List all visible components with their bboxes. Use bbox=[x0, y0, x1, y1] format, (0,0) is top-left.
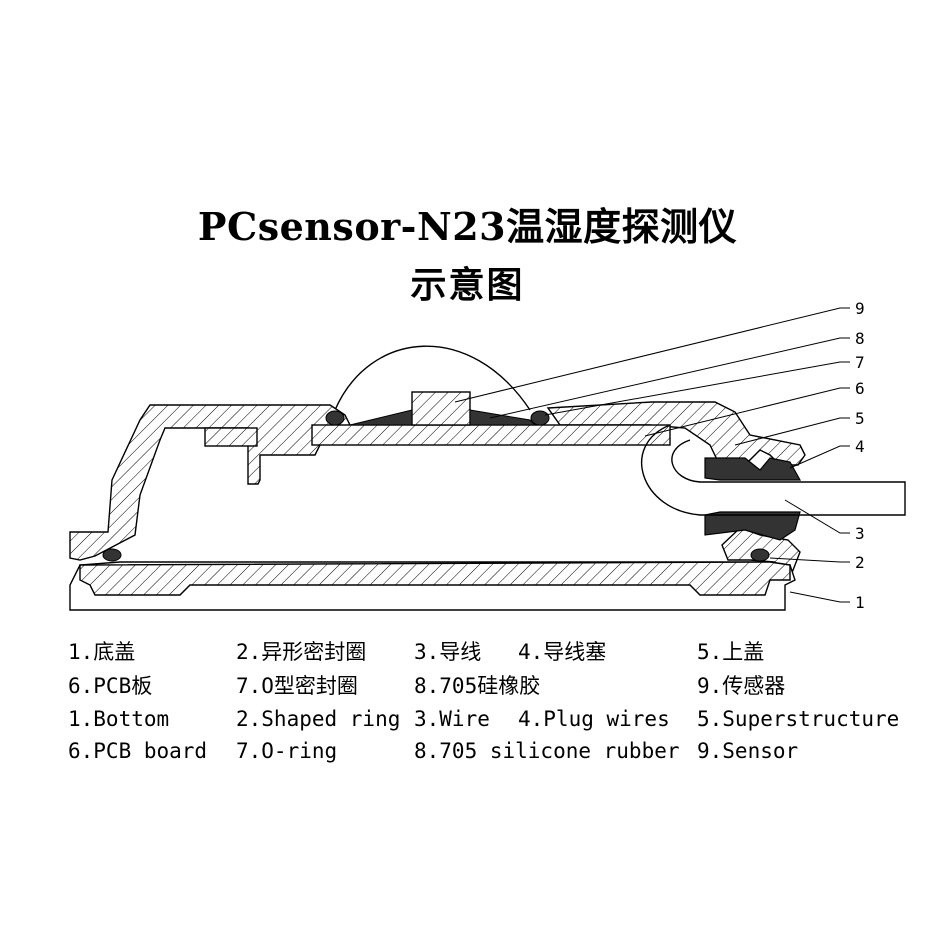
top-cover bbox=[69, 404, 352, 561]
legend-item-superstructure-cn: 5.上盖 bbox=[697, 640, 765, 664]
diagram-subtitle: 示意图 bbox=[410, 264, 525, 306]
silicone-rubber-right bbox=[469, 409, 537, 426]
silicone-rubber-left bbox=[349, 409, 413, 426]
legend-item-silicone-en: 8.705 silicone rubber bbox=[414, 739, 680, 763]
wire-plug-upper bbox=[704, 457, 802, 481]
legend-item-bottom-en: 1.Bottom bbox=[68, 707, 170, 731]
legend-item-pcb-en: 6.PCB board bbox=[68, 739, 208, 763]
legend-row-3-en: 1.Bottom 2.Shaped ring 3.Wire 4.Plug wir… bbox=[0, 705, 935, 733]
o-ring-left bbox=[325, 410, 345, 426]
legend-item-wire-cn: 3.导线 bbox=[414, 640, 482, 664]
sensor-dome bbox=[334, 345, 531, 411]
pcb-left-block bbox=[204, 427, 258, 447]
legend-item-bottom-cn: 1.底盖 bbox=[68, 640, 136, 664]
callout-4: 4 bbox=[855, 437, 865, 456]
legend-item-o-ring-en: 7.O-ring bbox=[236, 739, 338, 763]
legend-item-o-ring-cn: 7.O型密封圈 bbox=[236, 674, 358, 698]
callout-2: 2 bbox=[855, 553, 865, 572]
shaped-ring-left bbox=[102, 548, 122, 562]
legend-item-plug-wires-en: 4.Plug wires bbox=[518, 707, 670, 731]
callout-8: 8 bbox=[855, 329, 865, 348]
callout-9: 9 bbox=[855, 299, 865, 318]
legend-item-plug-wires-cn: 4.导线塞 bbox=[518, 640, 607, 664]
legend-item-wire-en: 3.Wire bbox=[414, 707, 490, 731]
o-ring-right bbox=[530, 410, 550, 426]
leader-lines bbox=[454, 307, 850, 603]
legend-item-pcb-cn: 6.PCB板 bbox=[68, 674, 153, 698]
legend-row-2-cn: 6.PCB板 7.O型密封圈 8.705硅橡胶 9.传感器 bbox=[0, 672, 935, 700]
diagram-title: PCsensor-N23温湿度探测仪 bbox=[197, 204, 738, 249]
legend-item-sensor-cn: 9.传感器 bbox=[697, 674, 786, 698]
wire-plug-lower bbox=[704, 511, 801, 541]
shaped-ring-right bbox=[750, 548, 770, 562]
callout-6: 6 bbox=[855, 379, 865, 398]
legend-item-silicone-cn: 8.705硅橡胶 bbox=[414, 674, 541, 698]
legend-item-shaped-ring-en: 2.Shaped ring bbox=[236, 707, 401, 731]
callout-3: 3 bbox=[855, 524, 865, 543]
legend-item-shaped-ring-cn: 2.异形密封圈 bbox=[236, 640, 367, 664]
pcb-board bbox=[311, 424, 671, 446]
wire bbox=[641, 424, 906, 516]
sensor-chip bbox=[411, 391, 471, 426]
legend-item-sensor-en: 9.Sensor bbox=[697, 739, 799, 763]
callout-5: 5 bbox=[855, 409, 865, 428]
bottom-cover-hatch bbox=[79, 561, 791, 596]
callout-7: 7 bbox=[855, 353, 865, 372]
legend-row-1-cn: 1.底盖 2.异形密封圈 3.导线 4.导线塞 5.上盖 bbox=[0, 638, 935, 666]
legend-row-4-en: 6.PCB board 7.O-ring 8.705 silicone rubb… bbox=[0, 737, 935, 765]
legend-item-superstructure-en: 5.Superstructure bbox=[697, 707, 900, 731]
callout-1: 1 bbox=[855, 593, 865, 612]
